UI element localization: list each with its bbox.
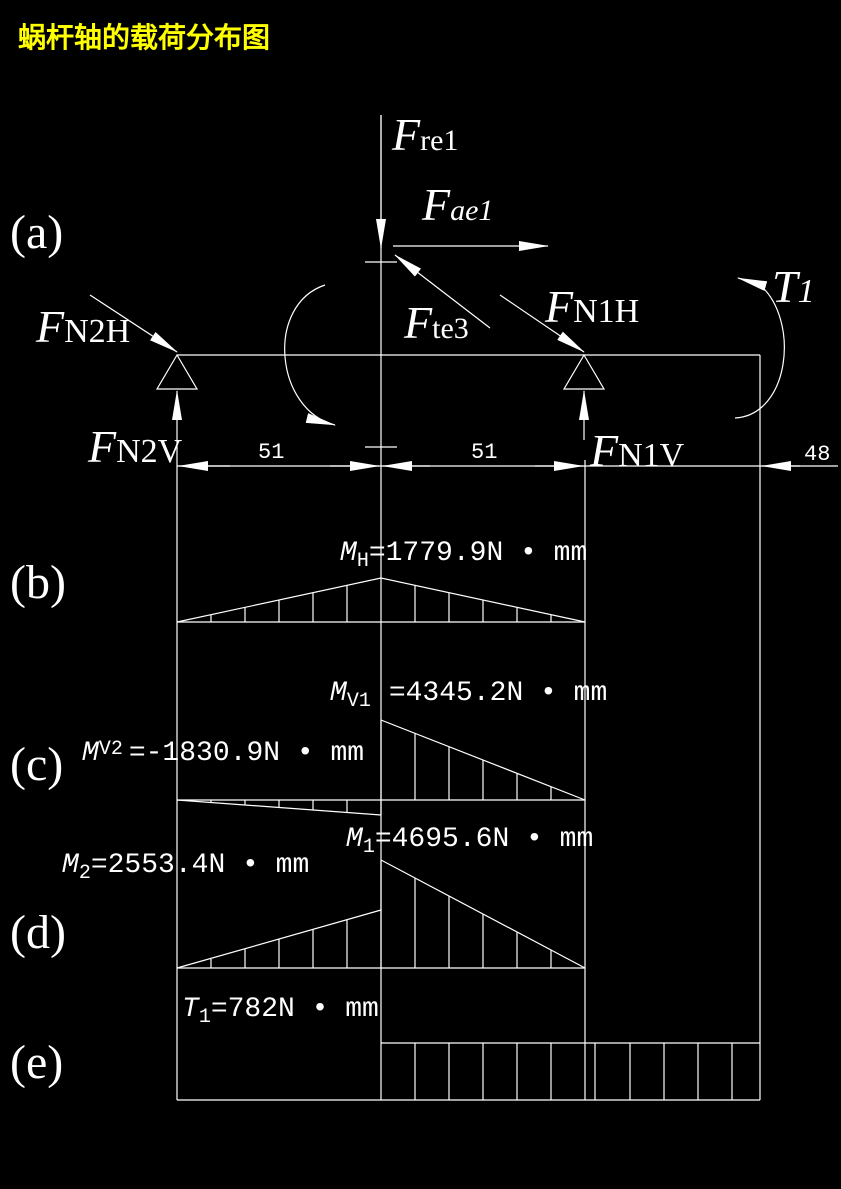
mh-label: MH=1779.9N • mm — [340, 538, 587, 573]
fae1-label: Fae1 — [421, 179, 493, 230]
fn1h-label: FN1H — [544, 281, 639, 332]
torque-arrow-right — [734, 284, 785, 419]
fn2h-arrow — [89, 294, 178, 353]
mv1-label: MV1=4345.2N • mm — [330, 678, 607, 713]
dimension-label-1: 51 — [258, 440, 284, 465]
fte3-label: Fte3 — [403, 297, 469, 348]
fn2v-label: FN2V — [87, 421, 183, 472]
diagram-lines — [155, 115, 838, 1101]
t1-torque-label: T1 — [772, 261, 815, 312]
support-left-triangle — [155, 353, 199, 390]
panel-label-c: (c) — [10, 738, 63, 791]
fn1h-arrow — [499, 294, 585, 353]
mv-diagram — [176, 719, 586, 816]
panel-label-a: (a) — [10, 206, 63, 259]
m1-label: M1=4695.6N • mm — [346, 824, 593, 859]
fn1v-label: FN1V — [589, 425, 685, 476]
dimension-label-2: 51 — [471, 440, 497, 465]
panel-label-e: (e) — [10, 1036, 63, 1089]
panel-label-b: (b) — [10, 556, 66, 609]
moment-arrow-left — [284, 284, 336, 426]
support-right-triangle — [562, 353, 606, 390]
diagram-title: 蜗杆轴的载荷分布图 — [18, 21, 270, 54]
dimension-label-3: 48 — [804, 442, 830, 467]
torque-diagram — [381, 1042, 760, 1100]
fre1-label: Fre1 — [391, 109, 458, 160]
t1-value-label: T1=782N • mm — [182, 994, 379, 1029]
mh-diagram — [176, 577, 586, 623]
torque-arrow-head — [737, 277, 768, 291]
mv2-label: MV2=-1830.9N • mm — [82, 738, 364, 769]
panel-label-d: (d) — [10, 906, 66, 959]
fn2h-label: FN2H — [35, 301, 130, 352]
m-resultant-diagram — [176, 859, 586, 969]
fte3-arrow — [394, 254, 491, 329]
m2-label: M2=2553.4N • mm — [62, 850, 309, 885]
